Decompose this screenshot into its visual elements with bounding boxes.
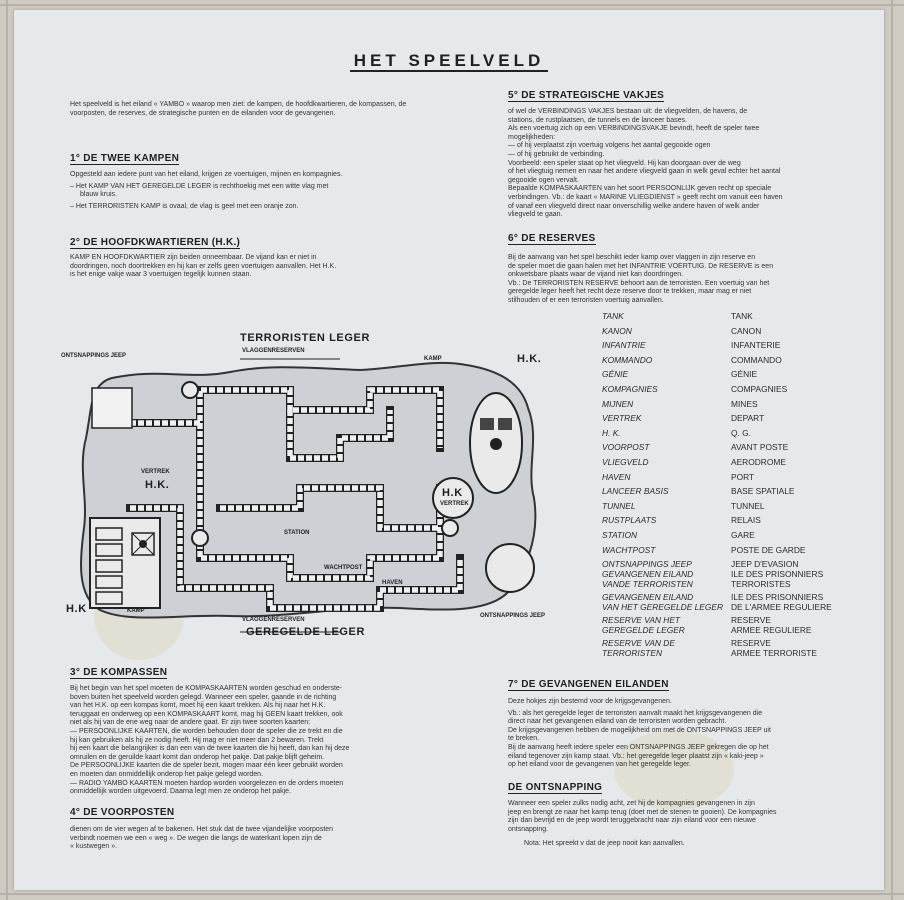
wachtpost-label: WACHTPOST	[324, 565, 363, 571]
glossary-french-extra-4: RESERVE ARMEE TERRORISTE	[731, 638, 817, 658]
section-4-text: dienen om de vier wegen af te bakenen. H…	[70, 826, 334, 851]
intro-text: Het speelveld is het eiland « YAMBO » wa…	[70, 101, 407, 117]
vlaggenreserven-top-label: VLAGGENRESERVEN	[242, 348, 305, 354]
section-1-heading: 1° DE TWEE KAMPEN	[70, 153, 180, 165]
vlaggenreserven-bottom-label: VLAGGENRESERVEN	[242, 617, 305, 623]
section-6-text: Bij de aanvang van het spel beschikt ied…	[508, 254, 774, 304]
glossary-french: TANK CANON INFANTERIE COMMANDO GÉNIE COM…	[731, 311, 806, 570]
glossary-french-extra-3: RESERVE ARMEE REGULIERE	[731, 615, 812, 635]
section-1-text: Opgesteld aan iedere punt van het eiland…	[70, 171, 343, 210]
section-3-text: Bij het begin van het spel moeten de KOM…	[70, 685, 350, 796]
glossary-dutch-extra-3: RESERVE VAN HET GEREGELDE LEGER	[602, 615, 685, 635]
section-2-heading: 2° DE HOOFDKWARTIEREN (H.K.)	[70, 237, 241, 249]
kamp-top-label: KAMP	[424, 356, 442, 362]
ontsnappings-jeep-top-label: ONTSNAPPINGS JEEP	[61, 353, 127, 359]
page-title: HET SPEELVELD	[14, 51, 884, 72]
section-3-heading: 3° DE KOMPASSEN	[70, 667, 168, 679]
station-label: STATION	[284, 530, 310, 536]
island-map	[79, 358, 537, 633]
glossary-french-extra-1: ILE DES PRISONNIERS TERRORISTES	[731, 569, 824, 589]
glossary-dutch-extra-4: RESERVE VAN DE TERRORISTEN	[602, 638, 675, 658]
hk-top-right-label: H.K.	[517, 353, 542, 365]
ontsnappings-jeep-bottom-label: ONTSNAPPINGS JEEP	[480, 613, 546, 619]
hk-vertrek-label: H.K	[442, 487, 463, 499]
glossary-dutch-extra-2: GEVANGENEN EILAND VAN HET GEREGELDE LEGE…	[602, 592, 724, 612]
section-8-text: Wanneer een speler zulks nodig acht, zet…	[508, 800, 777, 848]
section-5-text: of wel de VERBINDINGS VAKJES bestaan uit…	[508, 108, 783, 219]
section-8-heading: DE ONTSNAPPING	[508, 782, 603, 794]
geregelde-leger-label: GEREGELDE LEGER	[246, 626, 366, 638]
section-2-text: KAMP EN HOOFDKWARTIER zijn beiden onneem…	[70, 254, 337, 279]
glossary-dutch-extra-1: GEVANGENEN EILAND VANDE TERRORISTEN	[602, 569, 694, 589]
section-6-heading: 6° DE RESERVES	[508, 233, 596, 245]
glossary-dutch: TANK KANON INFANTRIE KOMMANDO GÉNIE KOMP…	[602, 311, 692, 570]
game-rules-sheet: HET SPEELVELD Het speelveld is het eilan…	[14, 10, 884, 890]
kamp-bottom-label: KAMP	[127, 608, 145, 614]
glossary-french-extra-2: ILE DES PRISONNIERS DE L'ARMEE REGULIERE	[731, 592, 832, 612]
vertrek-right-label: VERTREK	[440, 501, 469, 507]
section-7-text: Deze hokjes zijn bestemd voor de krijgsg…	[508, 698, 771, 769]
section-5-heading: 5° DE STRATEGISCHE VAKJES	[508, 90, 665, 102]
hk-bottom-left-label: H.K	[66, 603, 87, 615]
hk-circle-label: H.K.	[145, 479, 170, 491]
haven-label: HAVEN	[382, 580, 403, 586]
section-4-heading: 4° DE VOORPOSTEN	[70, 807, 175, 819]
section-7-heading: 7° DE GEVANGENEN EILANDEN	[508, 679, 669, 691]
vertrek-left-label: VERTREK	[141, 469, 170, 475]
terroristen-leger-label: TERRORISTEN LEGER	[240, 332, 370, 344]
